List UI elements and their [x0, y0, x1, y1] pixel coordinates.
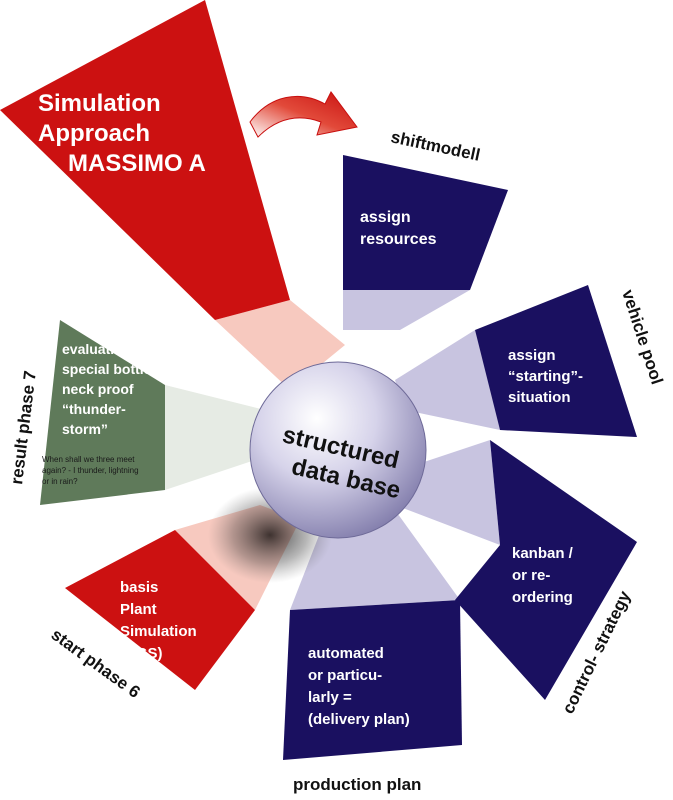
result-line-3: neck proof	[62, 381, 134, 397]
start-line-1: basis	[120, 579, 158, 596]
vehicle-line-1: assign	[508, 347, 556, 364]
vehicle-inner-band	[395, 330, 500, 430]
control-segment	[455, 440, 637, 700]
result-line-2: special bottle-	[62, 361, 156, 377]
start-line-2: Plant	[120, 601, 157, 618]
shift-line-1: assign	[360, 209, 411, 226]
control-line-2: or re-	[512, 567, 550, 584]
title-wedge	[0, 0, 290, 320]
shift-line-2: resources	[360, 231, 437, 248]
title-line-3: MASSIMO A	[68, 150, 206, 177]
result-small-line-3: or in rain?	[42, 477, 78, 486]
vehicle-line-2: “starting”-	[508, 368, 583, 385]
result-segment	[40, 320, 165, 505]
curved-arrow-icon	[249, 91, 358, 138]
title-label: Simulation Approach MASSIMO A	[38, 90, 206, 177]
production-line-1: automated	[308, 645, 384, 662]
shift-segment	[343, 155, 508, 290]
production-line-4: (delivery plan)	[308, 711, 410, 728]
result-small-line-2: again? - I thunder, lightning	[42, 466, 139, 475]
vehicle-outer-label: vehicle pool	[618, 287, 666, 386]
result-outer-label: result phase 7	[7, 370, 40, 486]
result-line-5: storm”	[62, 421, 108, 437]
start-segment	[65, 530, 255, 690]
control-line-3: ordering	[512, 589, 573, 606]
control-line-1: kanban /	[512, 545, 574, 562]
production-segment	[283, 600, 462, 760]
vehicle-line-3: situation	[508, 389, 571, 406]
shift-outer-label: shiftmodell	[389, 127, 482, 164]
vehicle-segment	[475, 285, 637, 437]
title-line-2: Approach	[38, 120, 150, 147]
production-line-2: or particu-	[308, 667, 382, 684]
title-line-1: Simulation	[38, 90, 161, 117]
production-outer-label: production plan	[293, 775, 421, 794]
result-line-1: evaluation-	[62, 341, 136, 357]
result-small-line-1: When shall we three meet	[42, 455, 135, 464]
result-line-4: “thunder-	[62, 401, 126, 417]
start-line-3: Simulation	[120, 623, 197, 640]
production-line-3: larly =	[308, 689, 352, 706]
start-line-4: (UGS)	[120, 645, 163, 662]
result-inner-band	[165, 385, 265, 490]
center-sphere	[249, 361, 427, 539]
shift-inner-band	[343, 290, 470, 330]
